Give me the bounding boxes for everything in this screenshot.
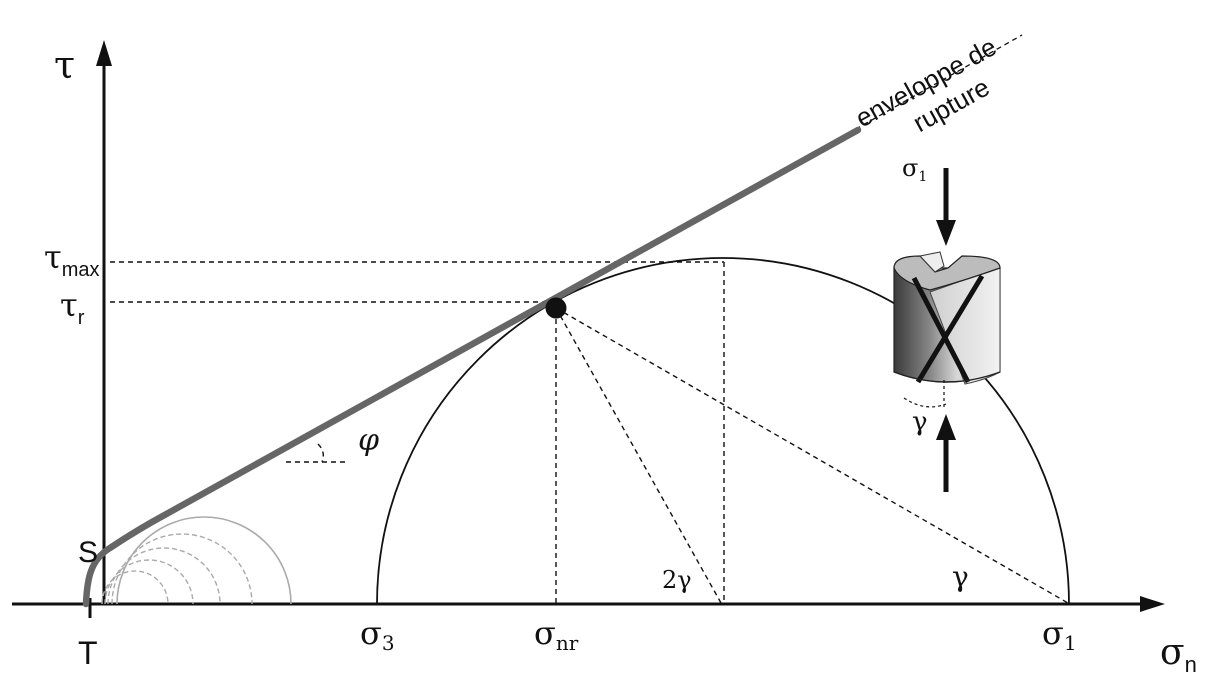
small-circle-dashed-2 (107, 547, 221, 605)
tau-max-label: τmax (44, 238, 100, 281)
failure-envelope (82, 126, 862, 608)
cylinder-light-wedge (929, 267, 1001, 385)
mohr-circle (376, 257, 1070, 605)
x-axis-arrow-icon (1140, 596, 1165, 612)
top-arrow-head-icon (936, 220, 956, 246)
specimen-gamma-arc (903, 397, 947, 408)
fracture-plane-2 (915, 274, 985, 384)
tau-r-label: τr (60, 286, 85, 329)
small-circle-solid (116, 516, 292, 605)
cylinder-notch (919, 251, 945, 273)
gamma-label: γ (952, 560, 969, 593)
cohesion-label: S (78, 536, 98, 569)
two-gamma-label: 2γ (662, 566, 692, 594)
cylinder-bottom-edge (893, 371, 1001, 383)
specimen-sigma1-label: σ1 (902, 154, 927, 185)
x-axis-label: σn (1160, 632, 1197, 675)
specimen (893, 168, 1001, 492)
guide-lines (110, 34, 1069, 604)
phi-label: φ (358, 423, 379, 458)
two-gamma-line (555, 307, 722, 604)
fracture-plane-1 (911, 276, 971, 384)
labels: τ σn τmax τr σ3 σnr σ1 S T enveloppe de … (44, 31, 1197, 675)
tensile-strength-label: T (78, 635, 98, 671)
specimen-gamma-label: γ (912, 407, 928, 437)
y-axis-arrow-icon (96, 40, 112, 66)
bottom-arrow-head-icon (936, 414, 956, 440)
y-axis-label: τ (54, 43, 75, 87)
sigma-1-label: σ1 (1042, 614, 1077, 655)
sigma-3-label: σ3 (360, 614, 395, 655)
sigma-nr-label: σnr (534, 614, 579, 655)
small-circle-dashed-1 (111, 533, 253, 605)
small-mohr-circles (101, 516, 292, 605)
small-circle-dashed-4 (101, 570, 169, 605)
tangent-point (545, 297, 567, 319)
phi-arc (317, 443, 325, 463)
envelope-dashed-extension (839, 34, 1023, 139)
axes (12, 40, 1165, 618)
small-circle-dashed-3 (104, 559, 194, 605)
